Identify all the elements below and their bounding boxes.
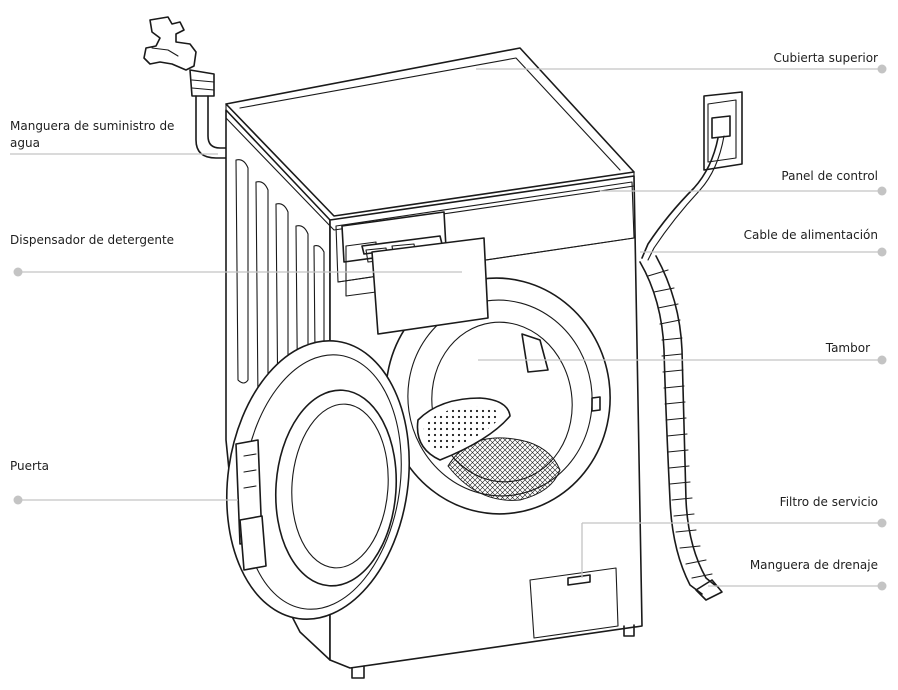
leader-lines — [10, 64, 887, 591]
power-cable — [641, 135, 725, 261]
label-power-cable: Cable de alimentación — [743, 228, 878, 242]
water-tap-icon — [143, 16, 215, 97]
drain-hose — [639, 255, 723, 601]
label-top-cover: Cubierta superior — [773, 51, 878, 65]
label-door: Puerta — [10, 459, 50, 473]
drum — [385, 277, 611, 515]
label-drum: Tambor — [825, 341, 870, 355]
label-control-panel: Panel de control — [781, 169, 878, 183]
label-service-filter: Filtro de servicio — [779, 495, 878, 509]
label-water-supply-hose: Manguera de suministro de agua — [10, 119, 175, 150]
detergent-dispenser — [361, 235, 489, 335]
door — [225, 339, 411, 621]
label-detergent-dispenser: Dispensador de detergente — [10, 233, 175, 247]
wall-socket-icon — [703, 91, 743, 171]
label-drain-hose: Manguera de drenaje — [749, 558, 878, 572]
